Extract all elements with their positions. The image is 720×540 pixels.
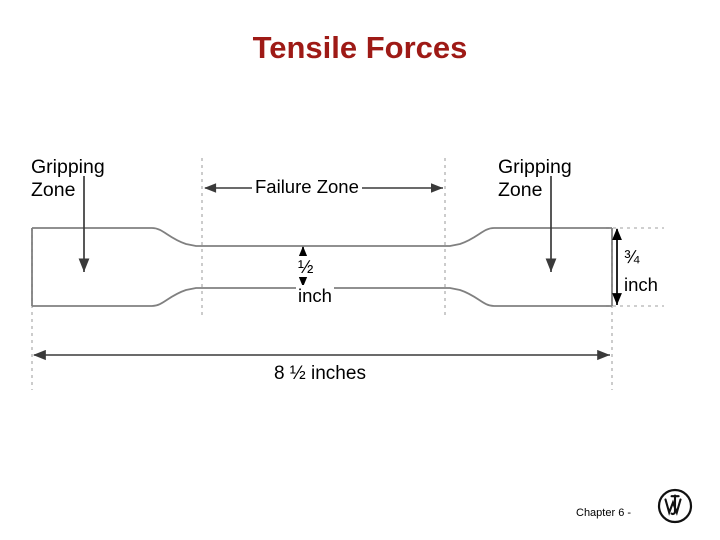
guide-lines (31, 158, 664, 390)
gripping-zone-arrows (78, 176, 557, 272)
page-title: Tensile Forces (252, 30, 468, 65)
gripping-zone-label-left: Gripping Zone (31, 156, 105, 201)
jw-monogram-logo-icon (657, 488, 693, 524)
gauge-width-value-label: ½ (296, 256, 316, 277)
specimen-top-profile (32, 227, 612, 247)
footer-chapter-text: Chapter 6 - (576, 507, 632, 519)
gauge-width-unit-label: inch (296, 285, 334, 306)
grip-width-value-label: ¾ (624, 246, 640, 267)
overall-length-label: 8 ½ inches (274, 363, 366, 384)
gripping-zone-label-right: Gripping Zone (498, 156, 572, 201)
failure-zone-label: Failure Zone (252, 176, 362, 198)
grip-width-unit-label: inch (624, 274, 658, 295)
